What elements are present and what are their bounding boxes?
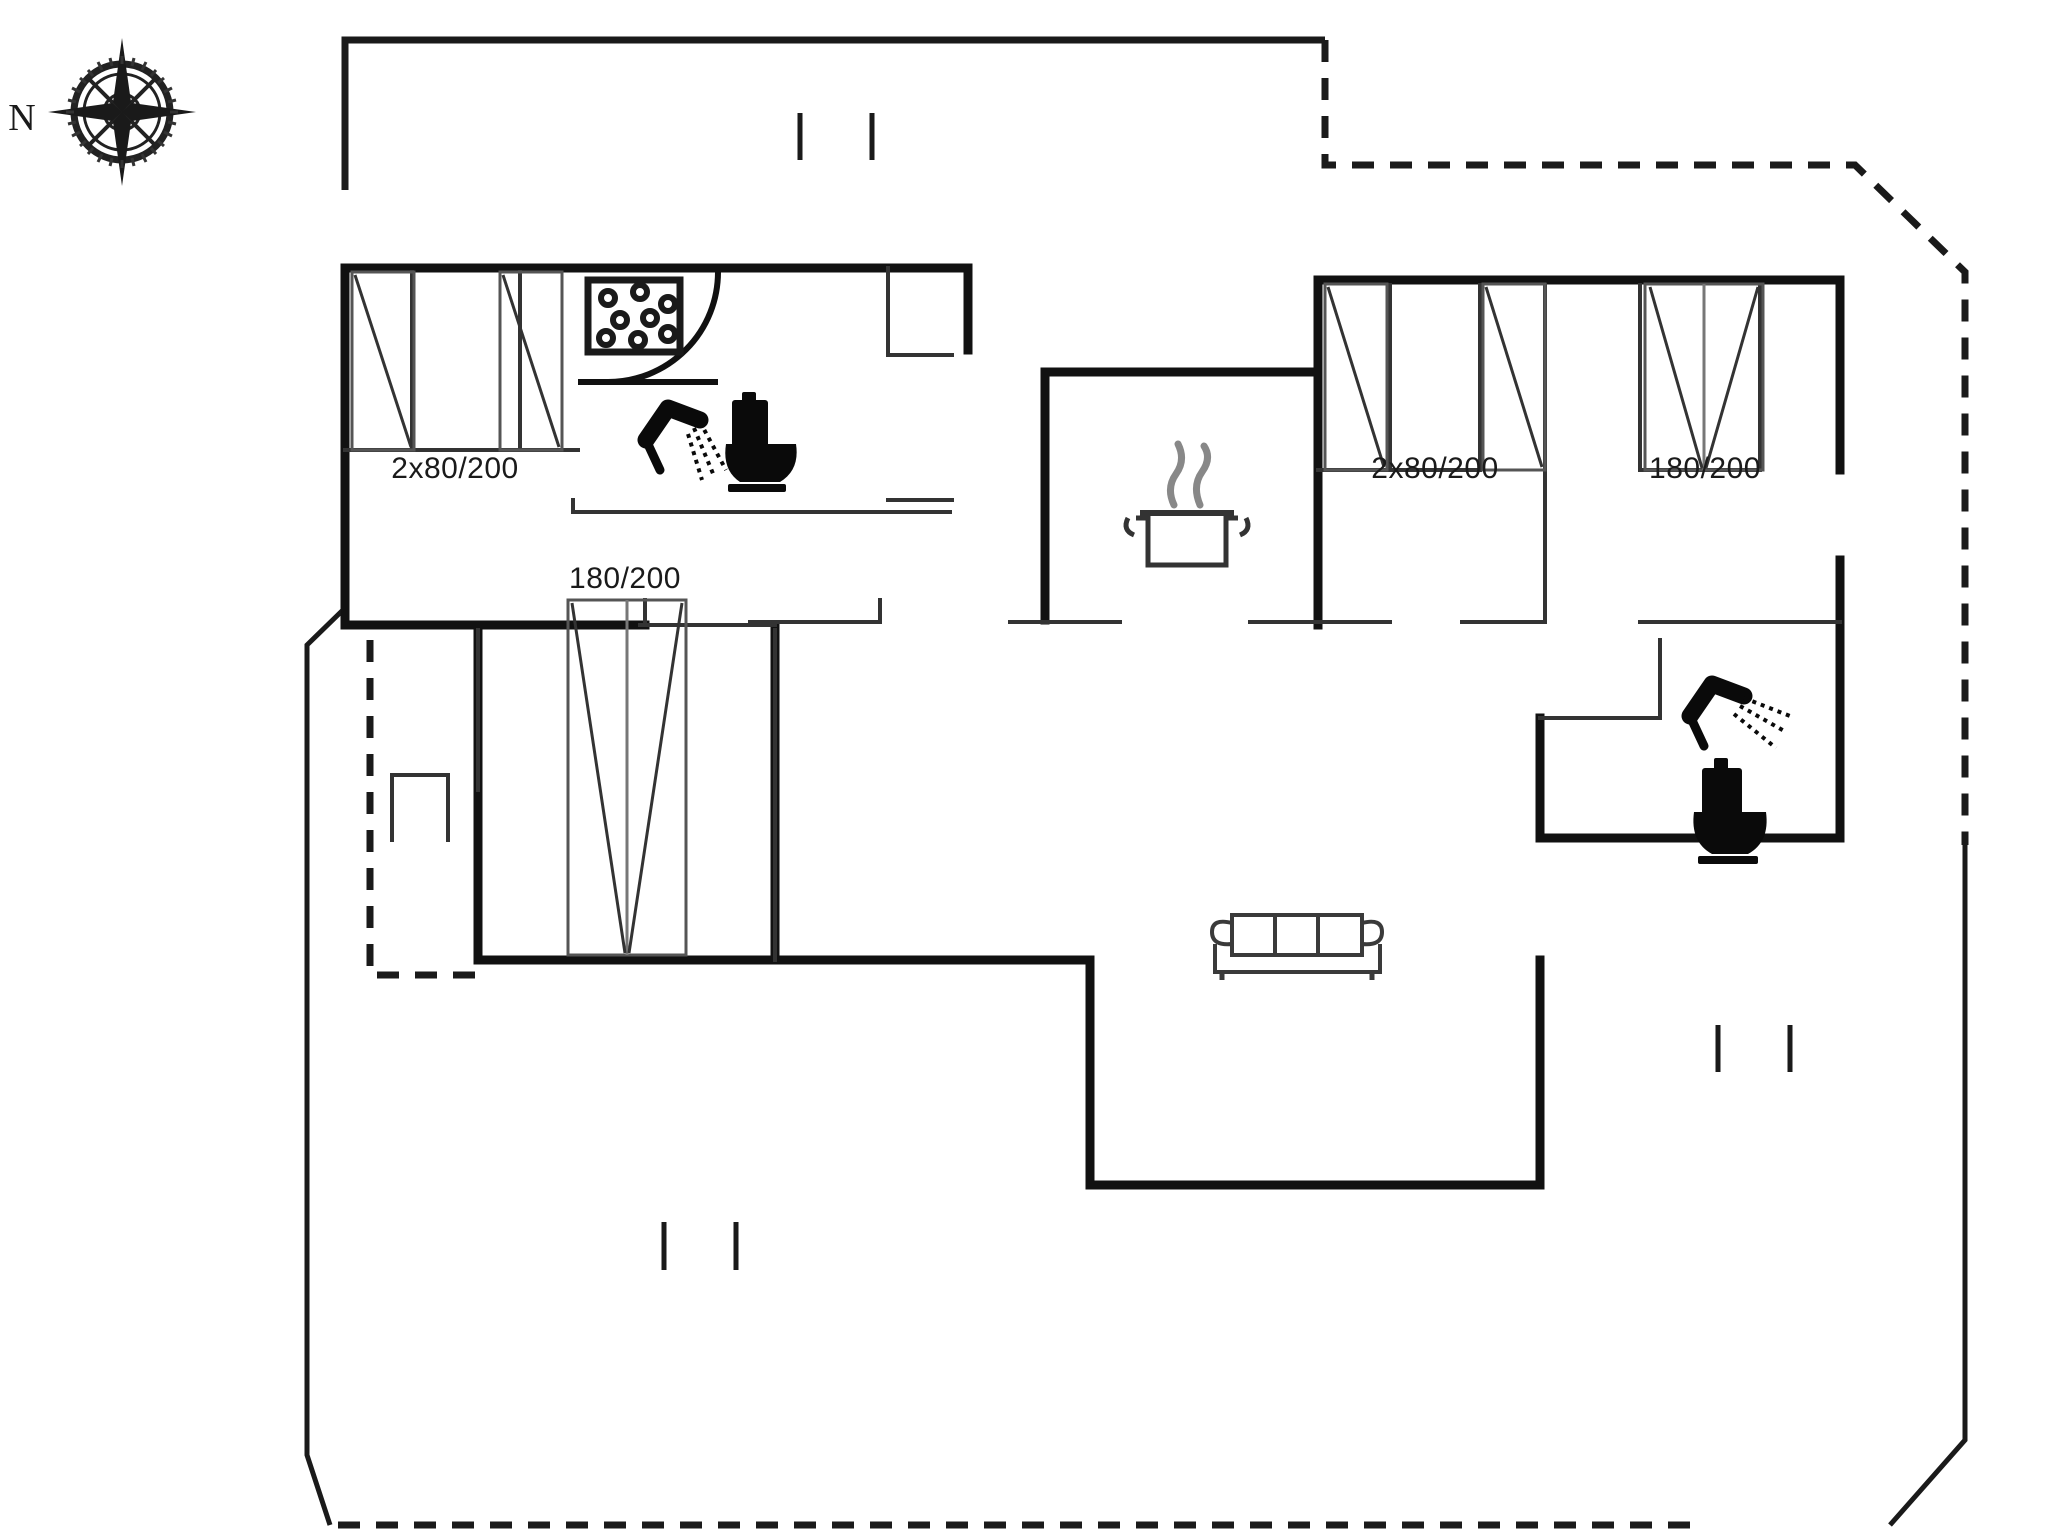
house-envelope <box>304 606 1968 1527</box>
cooking-pot-icon <box>1123 440 1251 568</box>
washing-machine-icon <box>584 276 684 356</box>
bed-double-2 <box>566 598 688 957</box>
shower-icon-2 <box>1681 675 1791 751</box>
terrace-outline <box>338 36 1969 1529</box>
bed-single-4 <box>1481 282 1547 472</box>
bed-label-top-left: 2x80/200 <box>391 452 518 485</box>
toilet-icon-2 <box>1693 758 1767 864</box>
bed-label-top-right: 2x80/200 <box>1371 452 1498 485</box>
shower-icon-1 <box>637 399 728 481</box>
bed-single-2 <box>498 270 564 452</box>
bed-single-3 <box>1323 282 1389 472</box>
structural-walls <box>340 263 1845 1190</box>
bed-label-mid-left: 180/200 <box>569 562 681 595</box>
bed-single-1 <box>350 270 416 452</box>
bed-label-far-right: 180/200 <box>1649 452 1761 485</box>
compass-rose-icon: N <box>8 38 196 186</box>
window-ticks <box>661 113 1793 1270</box>
door-swing-bathroom-1 <box>578 271 721 385</box>
sofa-icon <box>1209 913 1385 980</box>
toilet-icon-1 <box>725 392 797 492</box>
bed-double-1 <box>1643 282 1765 472</box>
compass-north-label: N <box>8 97 35 139</box>
